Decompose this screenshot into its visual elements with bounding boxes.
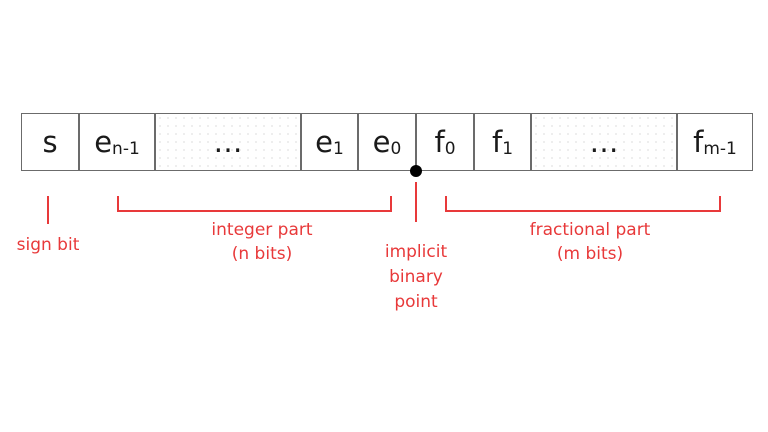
fractional-part-bracket bbox=[445, 196, 721, 212]
cell-base: e bbox=[372, 125, 391, 159]
binary-point-dot bbox=[410, 165, 422, 177]
fraction-ellipsis-cell: … bbox=[531, 113, 677, 171]
cell-subscript: m-1 bbox=[703, 139, 737, 159]
integer-ellipsis-cell: … bbox=[155, 113, 301, 171]
cell-base: e bbox=[315, 125, 333, 159]
cell-subscript: 0 bbox=[390, 139, 402, 159]
sign-bit-label: sign bit bbox=[0, 233, 96, 257]
binary-point-line-2: binary bbox=[389, 267, 443, 287]
binary-point-line-3: point bbox=[394, 292, 438, 312]
cell-base: s bbox=[42, 125, 58, 159]
cell-subscript: 0 bbox=[444, 139, 456, 159]
integer-part-bracket bbox=[117, 196, 392, 212]
fractional-part-title: fractional part bbox=[529, 220, 651, 240]
cell-base: f bbox=[693, 125, 704, 159]
sign-bit-cell: s bbox=[21, 113, 79, 171]
cell-base: … bbox=[589, 125, 619, 159]
cell-base: f bbox=[491, 125, 503, 159]
cell-base: f bbox=[434, 125, 445, 159]
cell-subscript: 1 bbox=[333, 139, 344, 159]
integer-part-label: integer part (n bits) bbox=[192, 218, 332, 266]
binary-point-label: implicit binary point bbox=[366, 240, 466, 315]
sign-bit-text: sign bit bbox=[16, 235, 80, 255]
cell-base: … bbox=[213, 125, 243, 159]
fractional-part-label: fractional part (m bits) bbox=[510, 218, 670, 266]
binary-point-line-1: implicit bbox=[384, 242, 448, 262]
integer-part-bits: (n bits) bbox=[231, 244, 293, 264]
fractional-part-bits: (m bits) bbox=[556, 244, 624, 264]
cell-base: e bbox=[94, 125, 113, 159]
cell-subscript: 1 bbox=[502, 139, 514, 159]
integer-part-title: integer part bbox=[211, 220, 313, 240]
cell-subscript: n-1 bbox=[112, 139, 140, 159]
